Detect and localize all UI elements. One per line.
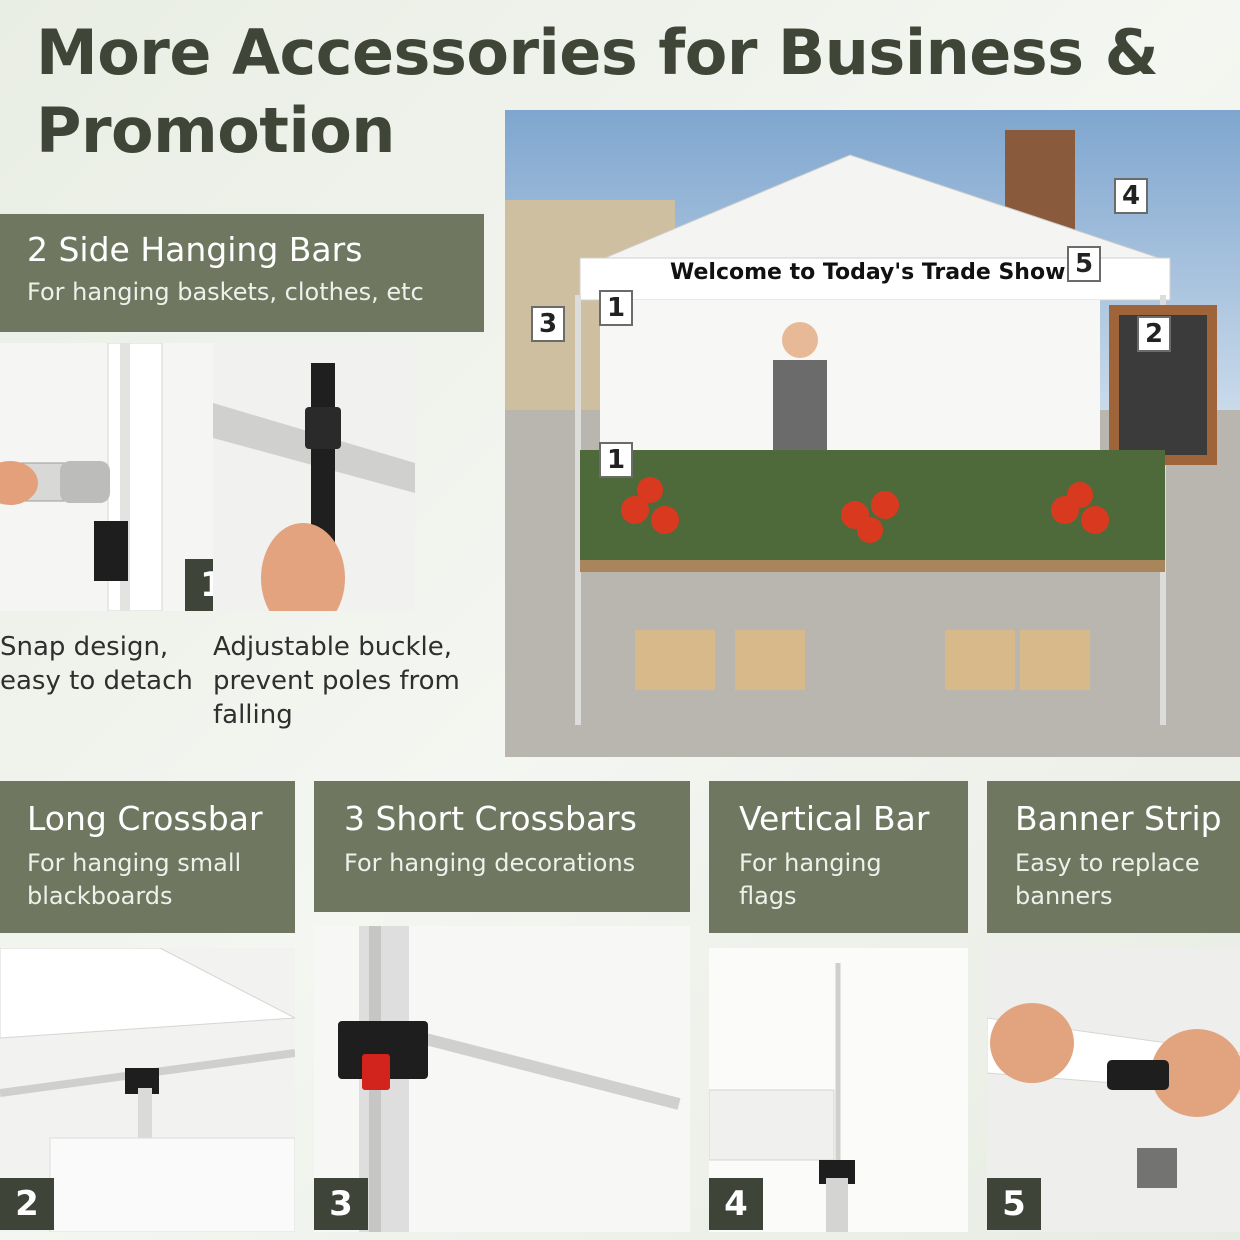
short-crossbars-panel: 3 Short Crossbars For hanging decoration…	[314, 781, 690, 912]
badge-3: 3	[314, 1178, 368, 1230]
banner-strip-photo: 5	[987, 948, 1240, 1232]
long-crossbar-panel: Long Crossbar For hanging small blackboa…	[0, 781, 295, 933]
panel-subtext: For hanging small blackboards	[27, 849, 242, 910]
badge-2: 2	[0, 1178, 54, 1230]
panel-heading: 3 Short Crossbars	[344, 799, 637, 838]
scene-tag-3: 3	[531, 306, 565, 342]
vertical-bar-panel: Vertical Bar For hanging flags	[709, 781, 968, 933]
scene-tag-5: 5	[1067, 246, 1101, 282]
side-hanging-bars-panel: 2 Side Hanging Bars For hanging baskets,…	[0, 214, 484, 332]
scene-tag-2: 2	[1137, 316, 1171, 352]
snap-design-caption: Snap design, easy to detach	[0, 632, 193, 696]
banner-strip-panel: Banner Strip Easy to replace banners	[987, 781, 1240, 933]
scene-tag-1-upper: 1	[599, 290, 633, 326]
scene-illustration	[505, 110, 1240, 757]
trade-show-scene: Welcome to Today's Trade Show 4 5 1 3 2 …	[505, 110, 1240, 757]
trade-show-banner: Welcome to Today's Trade Show	[670, 260, 1066, 285]
scene-tag-4: 4	[1114, 178, 1148, 214]
badge-4: 4	[709, 1178, 763, 1230]
panel-heading: Vertical Bar	[739, 799, 930, 838]
panel-heading: 2 Side Hanging Bars	[27, 230, 363, 269]
banner-strip-illustration	[987, 948, 1240, 1232]
short-crossbars-illustration	[314, 926, 690, 1232]
adjustable-buckle-photo	[213, 343, 415, 611]
short-crossbars-photo: 3	[314, 926, 690, 1232]
long-crossbar-photo: 2	[0, 948, 295, 1232]
panel-heading: Long Crossbar	[27, 799, 263, 838]
panel-subtext: Easy to replace banners	[1015, 849, 1200, 910]
page-title: More Accessories for Business & Promotio…	[36, 16, 1159, 167]
panel-heading: Banner Strip	[1015, 799, 1222, 838]
buckle-illustration	[213, 343, 415, 611]
adjustable-buckle-caption: Adjustable buckle, prevent poles from fa…	[213, 632, 460, 730]
panel-subtext: For hanging baskets, clothes, etc	[27, 278, 424, 306]
panel-subtext: For hanging flags	[739, 849, 882, 910]
snap-design-photo: 1	[0, 343, 239, 611]
panel-subtext: For hanging decorations	[344, 849, 636, 877]
scene-tag-1-lower: 1	[599, 442, 633, 478]
badge-5: 5	[987, 1178, 1041, 1230]
vertical-bar-photo: 4	[709, 948, 968, 1232]
